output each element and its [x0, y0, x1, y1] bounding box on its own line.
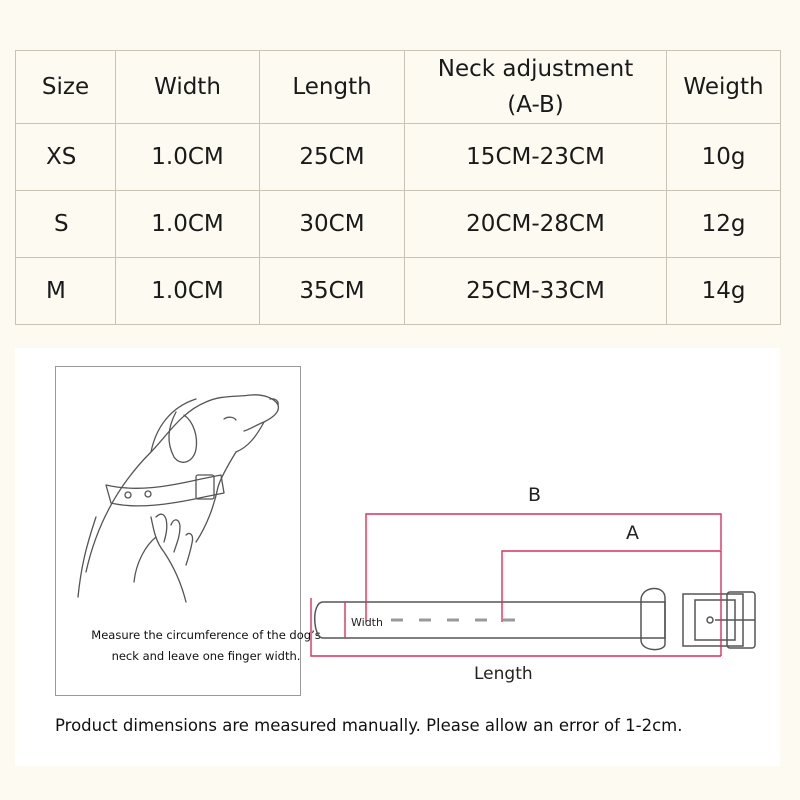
cell-weight: 14g — [666, 257, 781, 325]
cell-neck: 20CM-28CM — [404, 190, 667, 258]
cell-length: 30CM — [259, 190, 405, 258]
dimension-a-line — [501, 550, 722, 656]
label-length: Length — [474, 664, 533, 684]
header-weight: Weigth — [666, 50, 781, 124]
dimension-lines — [310, 513, 722, 657]
cell-size: S — [15, 190, 116, 258]
header-neck-line2: (A-B) — [507, 92, 564, 118]
table-row: M 1.0CM 35CM 25CM-33CM 14g — [15, 257, 781, 325]
measurement-disclaimer: Product dimensions are measured manually… — [55, 716, 683, 735]
measurement-diagram-panel: Measure the circumference of the dog’s n… — [15, 348, 780, 766]
cell-neck: 15CM-23CM — [404, 123, 667, 191]
header-length: Length — [259, 50, 405, 124]
header-width: Width — [115, 50, 260, 124]
cell-neck: 25CM-33CM — [404, 257, 667, 325]
table-row: XS 1.0CM 25CM 15CM-23CM 10g — [15, 123, 781, 191]
cell-width: 1.0CM — [115, 257, 260, 325]
header-neck-line1: Neck adjustment — [437, 56, 634, 82]
note-line-1: Measure the circumference of the dog’s — [91, 628, 321, 642]
size-chart-table: Size Width Length Neck adjustment (A-B) … — [15, 50, 781, 325]
measure-instruction-note: Measure the circumference of the dog’s n… — [76, 625, 336, 667]
collar-dimension-diagram — [310, 513, 756, 657]
dog-illustration-box: Measure the circumference of the dog’s n… — [55, 366, 321, 696]
header-neck-adjustment: Neck adjustment (A-B) — [404, 50, 667, 124]
table-header-row: Size Width Length Neck adjustment (A-B) … — [15, 50, 781, 124]
cell-width: 1.0CM — [115, 190, 260, 258]
label-b: B — [528, 484, 542, 506]
header-size: Size — [15, 50, 116, 124]
table-row: S 1.0CM 30CM 20CM-28CM 12g — [15, 190, 781, 258]
cell-length: 25CM — [259, 123, 405, 191]
dimension-length-line — [310, 598, 721, 657]
label-width: Width — [351, 616, 383, 629]
cell-width: 1.0CM — [115, 123, 260, 191]
cell-size: XS — [15, 123, 116, 191]
dimension-b-line — [365, 513, 722, 622]
dog-neck-illustration — [77, 394, 280, 603]
cell-size: M — [15, 257, 116, 325]
cell-weight: 10g — [666, 123, 781, 191]
cell-weight: 12g — [666, 190, 781, 258]
cell-length: 35CM — [259, 257, 405, 325]
note-line-2: neck and leave one finger width. — [111, 649, 301, 663]
label-a: A — [626, 522, 639, 544]
